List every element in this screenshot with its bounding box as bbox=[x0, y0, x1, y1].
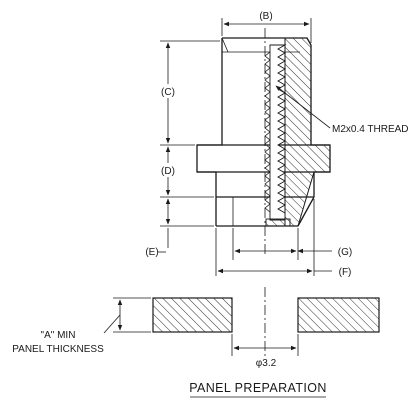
bottom-hatch-block bbox=[265, 218, 291, 227]
thread-callout: M2x0.4 THREAD bbox=[275, 85, 409, 135]
thread-teeth-left bbox=[264, 51, 271, 213]
threaded-section-hatch bbox=[284, 37, 331, 227]
panel-section: "A" MIN PANEL THICKNESS φ3.2 bbox=[12, 287, 380, 369]
dim-f: (F) bbox=[215, 199, 352, 278]
panel-right-block bbox=[297, 297, 380, 333]
dim-d: (D) bbox=[157, 146, 214, 198]
label-hole-dia: φ3.2 bbox=[256, 358, 277, 369]
label-thread: M2x0.4 THREAD bbox=[332, 124, 409, 135]
label-a-min: "A" MIN bbox=[41, 330, 76, 341]
panel-left-block bbox=[152, 297, 233, 333]
standoff-part bbox=[196, 28, 331, 256]
label-f: (F) bbox=[339, 267, 352, 278]
dim-b: (B) bbox=[221, 11, 312, 43]
section-title: PANEL PREPARATION bbox=[189, 381, 327, 395]
dim-c: (C) bbox=[157, 40, 220, 146]
shank-right-line bbox=[297, 196, 315, 227]
dim-e: (E) bbox=[145, 198, 214, 258]
label-d: (D) bbox=[161, 166, 175, 177]
label-g: (G) bbox=[338, 247, 352, 258]
dim-g: (G) bbox=[232, 228, 352, 260]
label-b: (B) bbox=[259, 11, 272, 22]
top-chamfer-line bbox=[221, 37, 229, 53]
label-e: (E) bbox=[145, 247, 158, 258]
label-panel-thickness: PANEL THICKNESS bbox=[12, 344, 104, 355]
thread-teeth bbox=[269, 44, 287, 221]
label-c: (C) bbox=[161, 87, 175, 98]
